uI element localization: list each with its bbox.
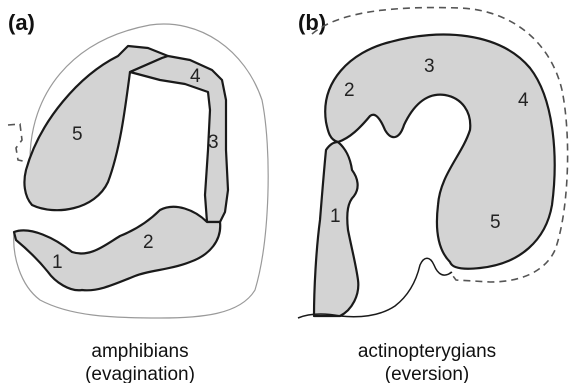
- panel-b-region-4-label: 4: [518, 90, 529, 111]
- panel-b-region-3-label: 3: [424, 56, 435, 77]
- panel-a-region-4-label: 4: [190, 66, 201, 87]
- panel-a-region-1-label: 1: [52, 252, 63, 273]
- panel-b-everted-tissue: [325, 35, 554, 269]
- panel-a-region-5-label: 5: [72, 124, 83, 145]
- panel-b-caption-line1: actinopterygians: [358, 341, 496, 362]
- panel-a-regions-1-2-arm: [14, 207, 220, 291]
- panel-b-region-1-label: 1: [330, 206, 341, 227]
- panel-a-caption-line1: amphibians: [91, 341, 188, 362]
- panel-b-region-2-label: 2: [344, 80, 355, 101]
- panel-a-dashed-hook: [8, 124, 28, 162]
- panel-a-caption-line2: (evagination): [85, 364, 195, 383]
- panel-a-letter: (a): [8, 10, 35, 35]
- panel-a-region-2-label: 2: [143, 232, 154, 253]
- panel-b-letter: (b): [298, 10, 326, 35]
- panel-a: (a) 5 4 3 2 1 amphibians (evagination): [8, 10, 268, 383]
- panel-a-region-3-label: 3: [208, 132, 219, 153]
- panel-b-region-1-column: [314, 142, 358, 316]
- panel-b-caption-line2: (eversion): [385, 364, 469, 383]
- panel-b: (b) 2 3 4 5 1 actinopterygians (eversion…: [298, 8, 568, 383]
- panel-b-region-5-label: 5: [490, 212, 501, 233]
